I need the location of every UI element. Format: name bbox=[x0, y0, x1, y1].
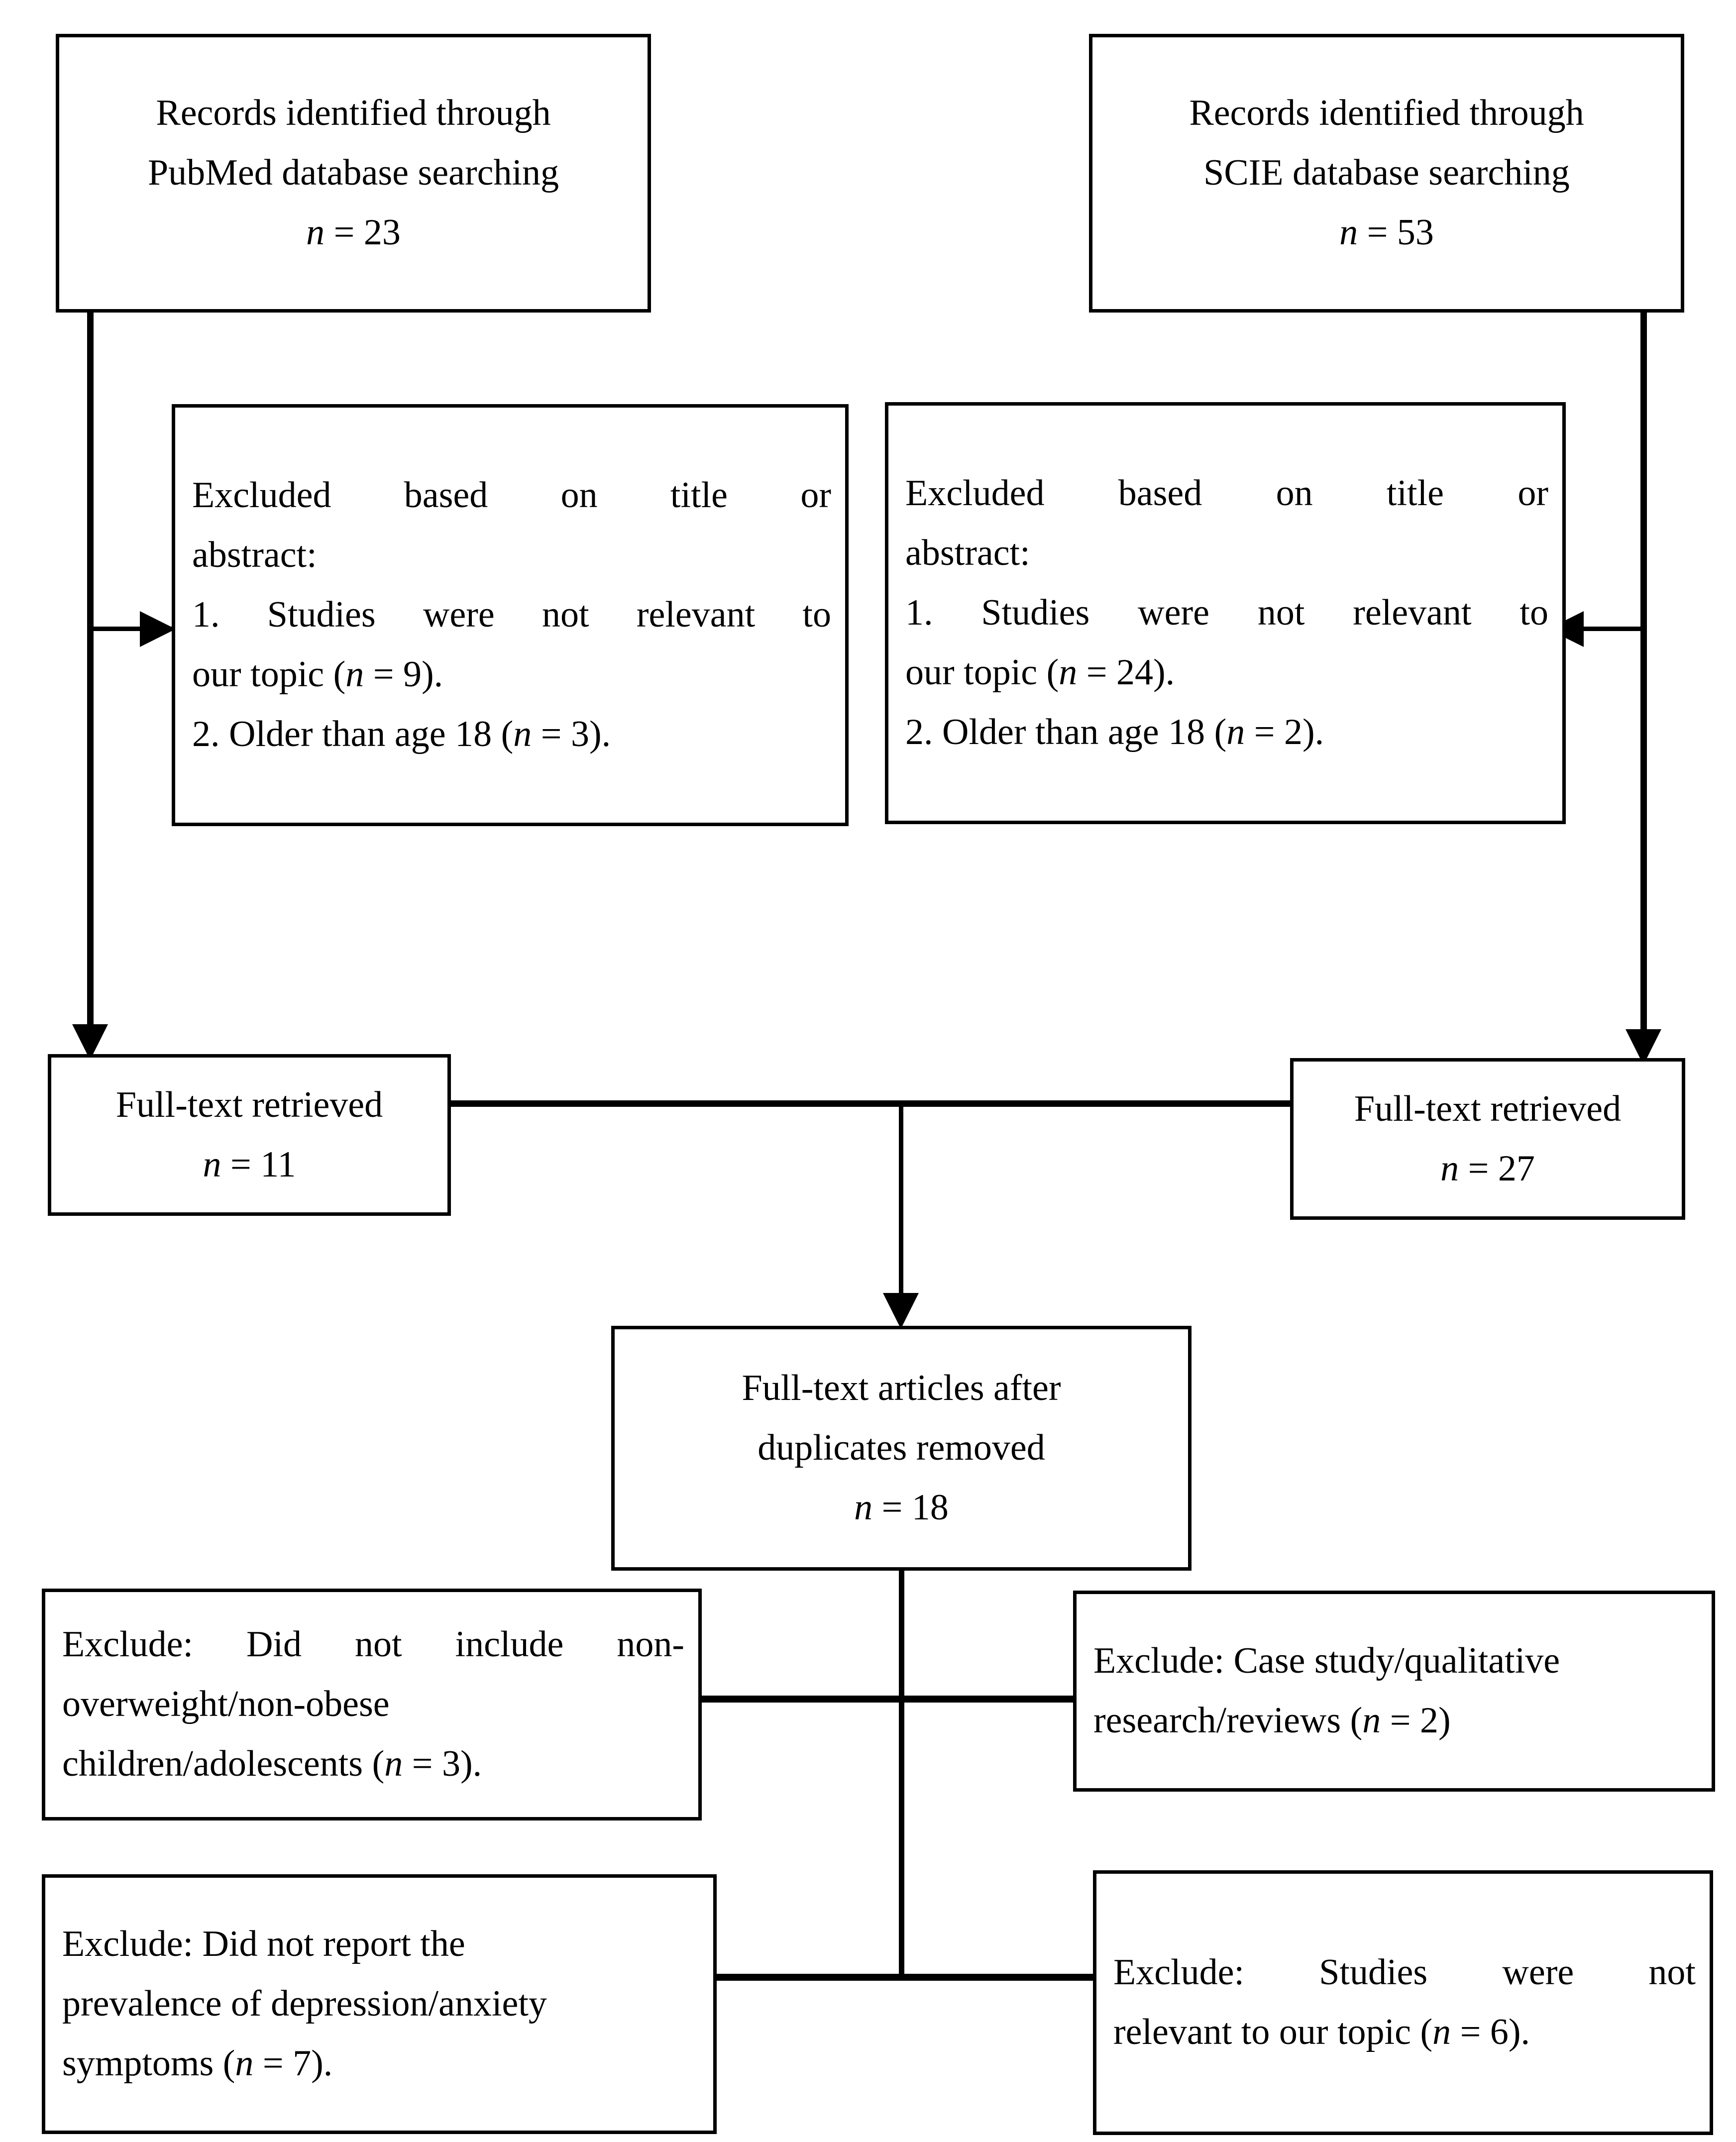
fulltext-dedup-count-value: 18 bbox=[911, 1487, 949, 1528]
node-exclude-not-relevant: Exclude: Studies were not relevant to ou… bbox=[1093, 1870, 1713, 2135]
pubmed-excluded-older-count: 3 bbox=[570, 713, 589, 754]
exclude-non-overweight-count: 3 bbox=[441, 1743, 460, 1784]
exclude-non-overweight-line-2: overweight/non-obese bbox=[62, 1684, 390, 1725]
connector-fulltext-to-dedup bbox=[899, 1104, 903, 1298]
node-scie-excluded: Excluded based on title or abstract: 1. … bbox=[885, 402, 1566, 824]
pubmed-source-count-value: 23 bbox=[363, 212, 401, 253]
scie-fulltext-count-value: 27 bbox=[1498, 1148, 1535, 1189]
node-scie-fulltext: Full-text retrieved n = 27 bbox=[1290, 1058, 1685, 1220]
pubmed-fulltext-label: Full-text retrieved bbox=[115, 1084, 383, 1125]
pubmed-excluded-line-5: 2. Older than age 18 (n = 3). bbox=[192, 713, 611, 754]
scie-excluded-line-4: our topic (n = 24). bbox=[905, 651, 1175, 693]
pubmed-excluded-line-2: abstract: bbox=[192, 535, 317, 576]
pubmed-excluded-not-relevant-count: 9 bbox=[403, 653, 422, 695]
exclude-not-relevant-line-1: Exclude: Studies were not bbox=[1113, 1952, 1696, 1993]
scie-fulltext-count: n = 27 bbox=[1440, 1148, 1535, 1189]
pubmed-excluded-line-3: 1. Studies were not relevant to bbox=[192, 594, 831, 636]
exclude-no-prevalence-count: 7 bbox=[293, 2042, 312, 2084]
node-pubmed-excluded: Excluded based on title or abstract: 1. … bbox=[172, 404, 849, 826]
connector-fulltext-join bbox=[450, 1100, 1293, 1107]
connector-pubmed-down bbox=[87, 311, 94, 1045]
node-exclude-non-overweight: Exclude: Did not include non- overweight… bbox=[42, 1589, 702, 1821]
exclude-case-study-line-2: research/reviews (n = 2) bbox=[1093, 1700, 1451, 1741]
scie-excluded-line-2: abstract: bbox=[905, 533, 1030, 574]
pubmed-source-count: n = 23 bbox=[306, 212, 401, 253]
scie-fulltext-label: Full-text retrieved bbox=[1354, 1088, 1622, 1129]
fulltext-dedup-count: n = 18 bbox=[854, 1487, 949, 1528]
node-fulltext-dedup: Full-text articles after duplicates remo… bbox=[611, 1326, 1192, 1571]
fulltext-dedup-line-2: duplicates removed bbox=[758, 1427, 1045, 1469]
scie-source-line-2: SCIE database searching bbox=[1203, 152, 1570, 194]
scie-source-line-1: Records identified through bbox=[1189, 93, 1584, 134]
scie-source-count-value: 53 bbox=[1397, 212, 1434, 253]
connector-to-exclude-case-study bbox=[902, 1696, 1075, 1703]
connector-pubmed-to-excluded bbox=[87, 627, 182, 631]
fulltext-dedup-line-1: Full-text articles after bbox=[742, 1368, 1061, 1409]
pubmed-fulltext-count-value: 11 bbox=[260, 1144, 296, 1185]
connector-scie-down bbox=[1640, 311, 1647, 1053]
scie-excluded-line-5: 2. Older than age 18 (n = 2). bbox=[905, 711, 1324, 752]
pubmed-fulltext-count: n = 11 bbox=[203, 1144, 296, 1185]
exclude-no-prevalence-line-3: symptoms (n = 7). bbox=[62, 2042, 333, 2084]
connector-to-exclude-non-overweight bbox=[700, 1696, 901, 1703]
exclude-not-relevant-line-2: relevant to our topic (n = 6). bbox=[1113, 2012, 1530, 2052]
pubmed-excluded-line-1: Excluded based on title or bbox=[192, 475, 831, 516]
connector-to-exclude-no-prevalence bbox=[715, 1974, 902, 1981]
scie-excluded-line-1: Excluded based on title or bbox=[905, 473, 1548, 514]
connector-scie-to-excluded bbox=[1553, 627, 1645, 631]
node-scie-source: Records identified through SCIE database… bbox=[1089, 34, 1684, 313]
exclude-non-overweight-line-3: children/adolescents (n = 3). bbox=[62, 1743, 482, 1784]
pubmed-source-line-2: PubMed database searching bbox=[147, 152, 559, 194]
scie-excluded-older-count: 2 bbox=[1284, 711, 1302, 752]
scie-excluded-not-relevant-count: 24 bbox=[1116, 651, 1153, 693]
arrowhead-pubmed-to-excluded bbox=[140, 611, 176, 647]
exclude-case-study-line-1: Exclude: Case study/qualitative bbox=[1093, 1640, 1560, 1682]
node-exclude-case-study: Exclude: Case study/qualitative research… bbox=[1073, 1591, 1715, 1792]
exclude-non-overweight-line-1: Exclude: Did not include non- bbox=[62, 1624, 684, 1665]
exclude-no-prevalence-line-2: prevalence of depression/anxiety bbox=[62, 1983, 547, 2025]
pubmed-source-line-1: Records identified through bbox=[156, 93, 551, 134]
node-exclude-no-prevalence: Exclude: Did not report the prevalence o… bbox=[42, 1874, 717, 2134]
scie-excluded-line-3: 1. Studies were not relevant to bbox=[905, 592, 1548, 634]
exclude-no-prevalence-line-1: Exclude: Did not report the bbox=[62, 1924, 465, 1965]
arrowhead-fulltext-to-dedup bbox=[883, 1293, 919, 1329]
node-pubmed-source: Records identified through PubMed databa… bbox=[56, 34, 651, 313]
connector-dedup-down bbox=[899, 1569, 904, 1980]
exclude-case-study-count: 2 bbox=[1420, 1700, 1439, 1741]
node-pubmed-fulltext: Full-text retrieved n = 11 bbox=[48, 1054, 451, 1216]
scie-source-count: n = 53 bbox=[1339, 212, 1434, 253]
exclude-not-relevant-count: 6 bbox=[1490, 2012, 1509, 2052]
pubmed-excluded-line-4: our topic (n = 9). bbox=[192, 653, 443, 695]
connector-to-exclude-not-relevant bbox=[902, 1974, 1095, 1981]
